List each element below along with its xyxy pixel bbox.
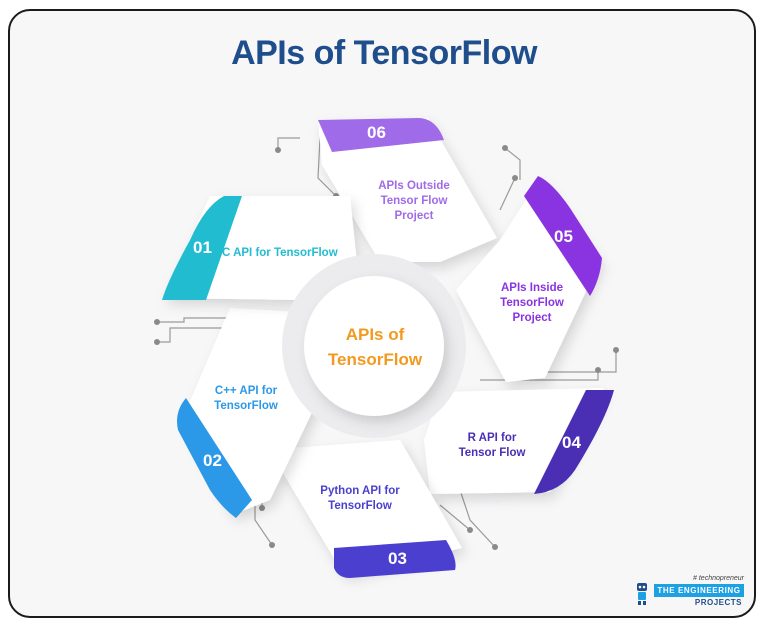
- segment-05: [456, 176, 602, 382]
- segment-01-number: 01: [193, 238, 212, 257]
- segment-05-number: 05: [554, 227, 573, 246]
- logo-sub: PROJECTS: [694, 598, 742, 607]
- segment-01-label: C API for TensorFlow: [222, 247, 338, 259]
- segment-01: [162, 196, 360, 300]
- segment-03-number: 03: [388, 549, 407, 568]
- robot-icon: [637, 583, 647, 605]
- connector-lines: [157, 137, 617, 548]
- page-title: APIs of TensorFlow: [231, 34, 537, 72]
- segment-03: [280, 440, 462, 578]
- brand-logo: # technopreneur THE ENGINEERING PROJECTS: [632, 575, 744, 609]
- connector-dots: [154, 145, 619, 550]
- segment-06-number: 06: [367, 123, 386, 142]
- segment-02-number: 02: [203, 451, 222, 470]
- logo-name: THE ENGINEERING: [654, 584, 744, 597]
- segment-04: [424, 388, 614, 494]
- logo-tagline: # technopreneur: [693, 575, 744, 582]
- segment-04-number: 04: [562, 433, 581, 452]
- segment-06: [318, 118, 497, 262]
- center-title: APIs of TensorFlow: [327, 325, 423, 369]
- center-circle: [304, 276, 444, 416]
